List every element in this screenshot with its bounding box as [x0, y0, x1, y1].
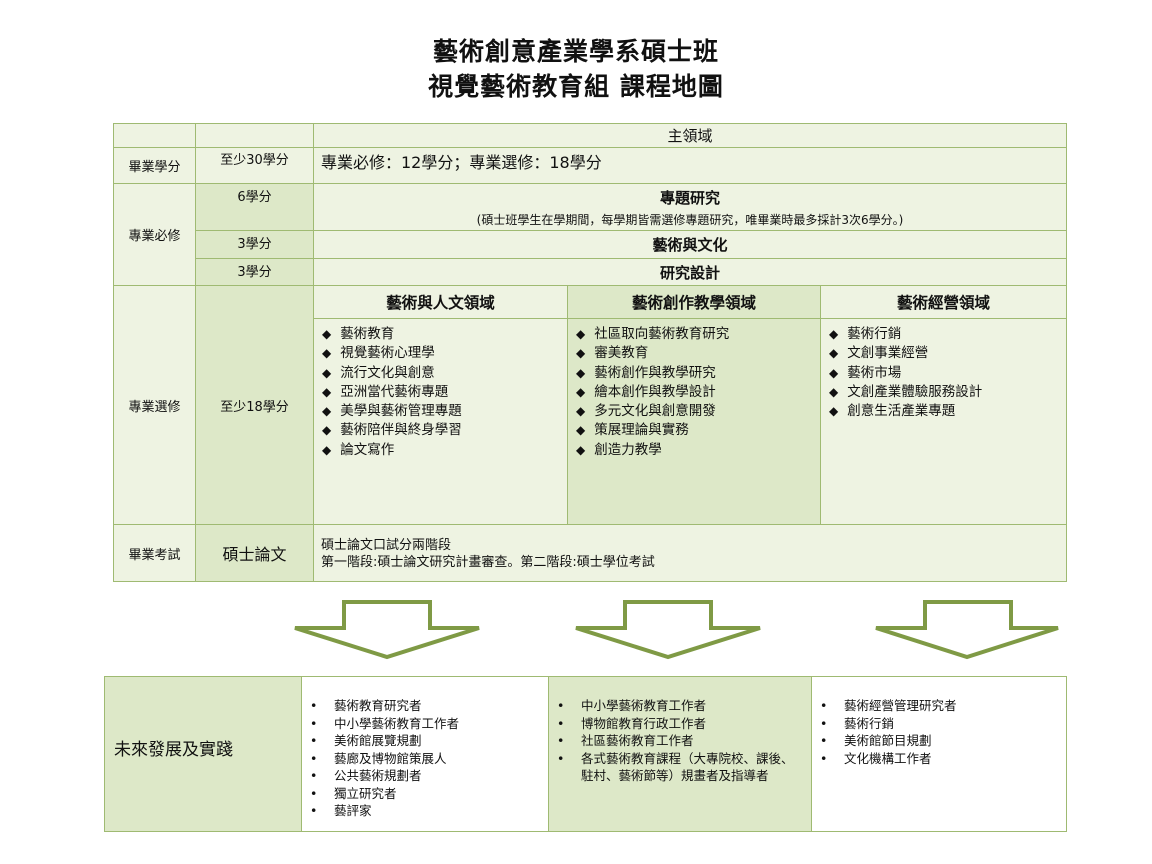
required-credits-1: 6學分: [195, 183, 314, 231]
list-item: 藝術創作與教學研究: [576, 364, 820, 383]
list-item: 藝術行銷: [829, 325, 1066, 344]
list-item: 公共藝術規劃者: [310, 767, 548, 785]
list-item: 文創事業經營: [829, 344, 1066, 363]
down-arrow-icon: [575, 600, 761, 660]
list-item: 藝術經營管理研究者: [820, 697, 1066, 715]
list-item: 審美教育: [576, 344, 820, 363]
list-item: 藝術市場: [829, 364, 1066, 383]
course-note: (碩士班學生在學期間，每學期皆需選修專題研究，唯畢業時最多採計3次6學分。): [476, 213, 904, 227]
list-item: 繪本創作與教學設計: [576, 383, 820, 402]
exam-line-2: 第一階段:碩士論文研究計畫審查。第二階段:碩士學位考試: [321, 555, 655, 570]
list-item: 博物館教育行政工作者: [557, 715, 803, 733]
course-research-topics: 專題研究 (碩士班學生在學期間，每學期皆需選修專題研究，唯畢業時最多採計3次6學…: [313, 183, 1067, 231]
main-domain-header: 主領域: [313, 123, 1067, 148]
list-item: 論文寫作: [322, 441, 567, 460]
graduation-exam-label: 畢業考試: [113, 524, 196, 582]
list-item: 藝術教育研究者: [310, 697, 548, 715]
list-item: 美術館節目規劃: [820, 732, 1066, 750]
future-column-3: 藝術經營管理研究者 藝術行銷 美術館節目規劃 文化機構工作者: [811, 676, 1067, 832]
list-item: 社區取向藝術教育研究: [576, 325, 820, 344]
list-item: 藝廊及博物館策展人: [310, 750, 548, 768]
list-item: 文化機構工作者: [820, 750, 1066, 768]
domain-creative-teaching-courses: 社區取向藝術教育研究 審美教育 藝術創作與教學研究 繪本創作與教學設計 多元文化…: [567, 318, 821, 525]
course-list: 社區取向藝術教育研究 審美教育 藝術創作與教學研究 繪本創作與教學設計 多元文化…: [568, 319, 820, 460]
list-item: 文創產業體驗服務設計: [829, 383, 1066, 402]
future-column-1: 藝術教育研究者 中小學藝術教育工作者 美術館展覽規劃 藝廊及博物館策展人 公共藝…: [301, 676, 549, 832]
course-research-design: 研究設計: [313, 258, 1067, 286]
course-list: 藝術行銷 文創事業經營 藝術市場 文創產業體驗服務設計 創意生活產業專題: [821, 319, 1066, 421]
required-credits-3: 3學分: [195, 258, 314, 286]
domain-arts-management-courses: 藝術行銷 文創事業經營 藝術市場 文創產業體驗服務設計 創意生活產業專題: [820, 318, 1067, 525]
career-list: 藝術經營管理研究者 藝術行銷 美術館節目規劃 文化機構工作者: [812, 677, 1066, 767]
down-arrow-icon: [294, 600, 480, 660]
list-item: 美學與藝術管理專題: [322, 402, 567, 421]
thesis-label: 碩士論文: [195, 524, 314, 582]
list-item: 藝術教育: [322, 325, 567, 344]
required-courses-label: 專業必修: [113, 183, 196, 286]
list-item: 中小學藝術教育工作者: [557, 697, 803, 715]
list-item: 多元文化與創意開發: [576, 402, 820, 421]
list-item: 藝評家: [310, 802, 548, 820]
list-item: 創造力教學: [576, 441, 820, 460]
required-credits-2: 3學分: [195, 230, 314, 259]
course-title: 專題研究: [659, 189, 720, 207]
document-title-line2: 視覺藝術教育組 課程地圖: [428, 72, 724, 101]
list-item: 中小學藝術教育工作者: [310, 715, 548, 733]
list-item: 創意生活產業專題: [829, 402, 1066, 421]
exam-description: 碩士論文口試分兩階段 第一階段:碩士論文研究計畫審查。第二階段:碩士學位考試: [313, 524, 1067, 582]
future-column-2: 中小學藝術教育工作者 博物館教育行政工作者 社區藝術教育工作者 各式藝術教育課程…: [548, 676, 812, 832]
elective-courses-label: 專業選修: [113, 285, 196, 525]
list-item: 亞洲當代藝術專題: [322, 383, 567, 402]
list-item: 美術館展覽規劃: [310, 732, 548, 750]
list-item: 視覺藝術心理學: [322, 344, 567, 363]
career-list: 中小學藝術教育工作者 博物館教育行政工作者 社區藝術教育工作者 各式藝術教育課程…: [549, 677, 811, 785]
list-item: 各式藝術教育課程（大專院校、課後、駐村、藝術節等）規畫者及指導者: [557, 750, 803, 785]
domain-arts-management-header: 藝術經營領域: [820, 285, 1067, 319]
exam-line-1: 碩士論文口試分兩階段: [321, 538, 452, 553]
list-item: 藝術陪伴與終身學習: [322, 421, 567, 440]
domain-humanities-courses: 藝術教育 視覺藝術心理學 流行文化與創意 亞洲當代藝術專題 美學與藝術管理專題 …: [313, 318, 568, 525]
down-arrow-icon: [875, 600, 1059, 660]
list-item: 社區藝術教育工作者: [557, 732, 803, 750]
list-item: 藝術行銷: [820, 715, 1066, 733]
course-list: 藝術教育 視覺藝術心理學 流行文化與創意 亞洲當代藝術專題 美學與藝術管理專題 …: [314, 319, 567, 460]
list-item: 流行文化與創意: [322, 364, 567, 383]
list-item: 策展理論與實務: [576, 421, 820, 440]
list-item: 獨立研究者: [310, 785, 548, 803]
career-list: 藝術教育研究者 中小學藝術教育工作者 美術館展覽規劃 藝廊及博物館策展人 公共藝…: [302, 677, 548, 820]
future-development-label: 未來發展及實踐: [104, 676, 302, 832]
document-title-line1: 藝術創意產業學系碩士班: [432, 37, 719, 66]
